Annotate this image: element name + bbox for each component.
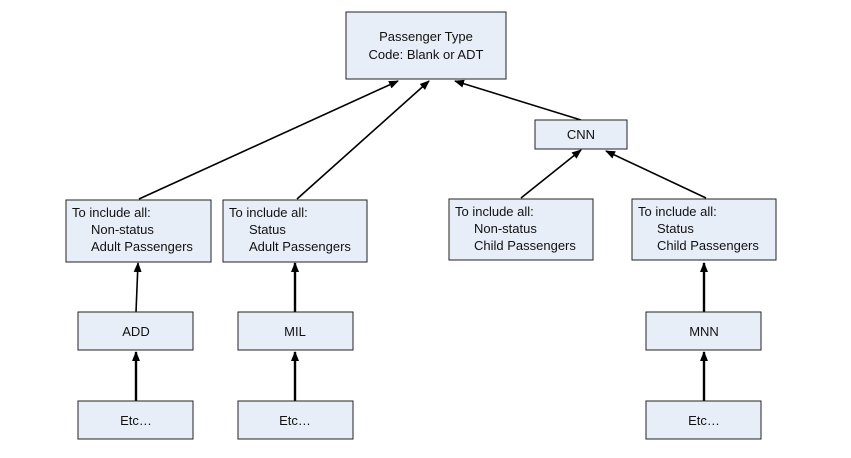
group-adult-nonstatus-line2: Non-status bbox=[91, 222, 154, 237]
etc-add-label: Etc… bbox=[120, 413, 152, 428]
edge-child-nonstatus-to-cnn bbox=[520, 149, 582, 199]
edge-cnn-to-root bbox=[454, 79, 582, 121]
group-child-nonstatus-line3: Child Passengers bbox=[474, 238, 576, 253]
node-group-child-status: To include all: Status Child Passengers bbox=[631, 198, 777, 261]
root-line1: Passenger Type bbox=[379, 29, 473, 44]
group-child-nonstatus-line1: To include all: bbox=[455, 204, 534, 219]
node-group-adult-status: To include all: Status Adult Passengers bbox=[222, 199, 368, 263]
node-mnn: MNN bbox=[645, 311, 762, 351]
node-mil: MIL bbox=[237, 311, 354, 351]
etc-mnn-label: Etc… bbox=[688, 413, 720, 428]
group-child-status-line2: Status bbox=[657, 221, 694, 236]
node-cnn: CNN bbox=[534, 119, 628, 150]
node-add: ADD bbox=[77, 311, 194, 351]
edge-child-status-to-cnn bbox=[605, 150, 707, 199]
node-etc-mnn: Etc… bbox=[645, 400, 762, 440]
edges bbox=[132, 79, 708, 401]
group-child-status-line3: Child Passengers bbox=[657, 238, 759, 253]
edge-add-to-adult-nonstatus bbox=[133, 262, 142, 313]
group-adult-status-line2: Status bbox=[249, 222, 286, 237]
edge-adult-nonstatus-to-root bbox=[138, 80, 399, 200]
cnn-label: CNN bbox=[567, 127, 595, 142]
etc-mil-label: Etc… bbox=[279, 413, 311, 428]
node-group-adult-nonstatus: To include all: Non-status Adult Passeng… bbox=[65, 199, 212, 263]
node-etc-mil: Etc… bbox=[237, 400, 354, 440]
mnn-label: MNN bbox=[689, 324, 719, 339]
mil-label: MIL bbox=[284, 324, 306, 339]
edge-adult-status-to-root bbox=[296, 80, 430, 200]
group-adult-status-line1: To include all: bbox=[229, 205, 308, 220]
group-adult-nonstatus-line1: To include all: bbox=[72, 205, 151, 220]
group-child-nonstatus-line2: Non-status bbox=[474, 221, 537, 236]
node-etc-add: Etc… bbox=[77, 400, 194, 440]
add-label: ADD bbox=[122, 324, 149, 339]
node-group-child-nonstatus: To include all: Non-status Child Passeng… bbox=[448, 198, 594, 261]
root-line2: Code: Blank or ADT bbox=[369, 47, 484, 62]
node-root: Passenger Type Code: Blank or ADT bbox=[345, 11, 507, 80]
group-adult-status-line3: Adult Passengers bbox=[249, 239, 351, 254]
group-adult-nonstatus-line3: Adult Passengers bbox=[91, 239, 193, 254]
group-child-status-line1: To include all: bbox=[638, 204, 717, 219]
